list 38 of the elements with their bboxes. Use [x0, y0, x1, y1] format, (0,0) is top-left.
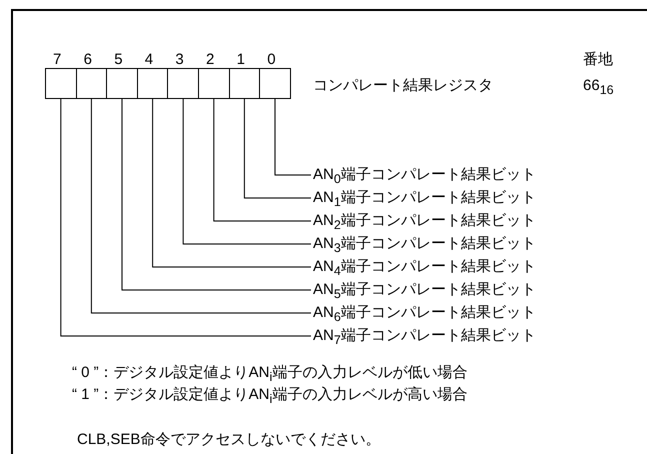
leader-line — [213, 98, 312, 222]
leader-line — [60, 98, 312, 336]
bit-description: AN$_{0}$端子コンパレート結果ビット — [313, 166, 536, 188]
bit-description: AN$_{5}$端子コンパレート結果ビット — [313, 281, 536, 303]
bit-cell — [198, 68, 230, 99]
bit-number: 0 — [267, 51, 276, 69]
leader-line — [90, 98, 312, 314]
warning-note: CLB,SEB命令でアクセスしないでください。 — [77, 431, 380, 449]
address-value: 66$_{16}$ — [583, 77, 614, 99]
leader-line — [274, 98, 312, 176]
note-text: “ 0 ”：デジタル設定値よりAN$_{i}$端子の入力レベルが低い場合 — [72, 364, 468, 386]
bit-cell — [259, 68, 291, 99]
bit-cell — [167, 68, 199, 99]
bit-description: AN$_{2}$端子コンパレート結果ビット — [313, 212, 536, 234]
bit-cell — [106, 68, 138, 99]
note-text: “ 1 ”：デジタル設定値よりAN$_{i}$端子の入力レベルが高い場合 — [72, 386, 468, 408]
bit-number: 7 — [53, 51, 62, 69]
bit-description: AN$_{3}$端子コンパレート結果ビット — [313, 235, 536, 257]
bit-cell — [136, 68, 168, 99]
leader-line — [244, 98, 312, 198]
bit-description: AN$_{6}$端子コンパレート結果ビット — [313, 304, 536, 326]
register-name: コンパレート結果レジスタ — [313, 77, 493, 95]
bit-number: 4 — [144, 51, 154, 69]
leader-line — [152, 98, 312, 268]
bit-description: AN$_{1}$端子コンパレート結果ビット — [313, 189, 536, 211]
bit-cell — [228, 68, 260, 99]
bit-description: AN$_{7}$端子コンパレート結果ビット — [313, 327, 536, 349]
bit-description: AN$_{4}$端子コンパレート結果ビット — [313, 258, 536, 280]
address-heading: 番地 — [583, 51, 613, 69]
bit-cell — [76, 68, 108, 99]
bit-number: 3 — [175, 51, 184, 69]
bit-number: 1 — [236, 51, 245, 69]
bit-number: 6 — [84, 51, 92, 69]
bit-cell — [45, 68, 77, 99]
bit-number: 2 — [206, 51, 214, 69]
bit-number: 5 — [114, 51, 123, 69]
leader-line — [182, 98, 312, 244]
leader-line — [122, 98, 312, 290]
